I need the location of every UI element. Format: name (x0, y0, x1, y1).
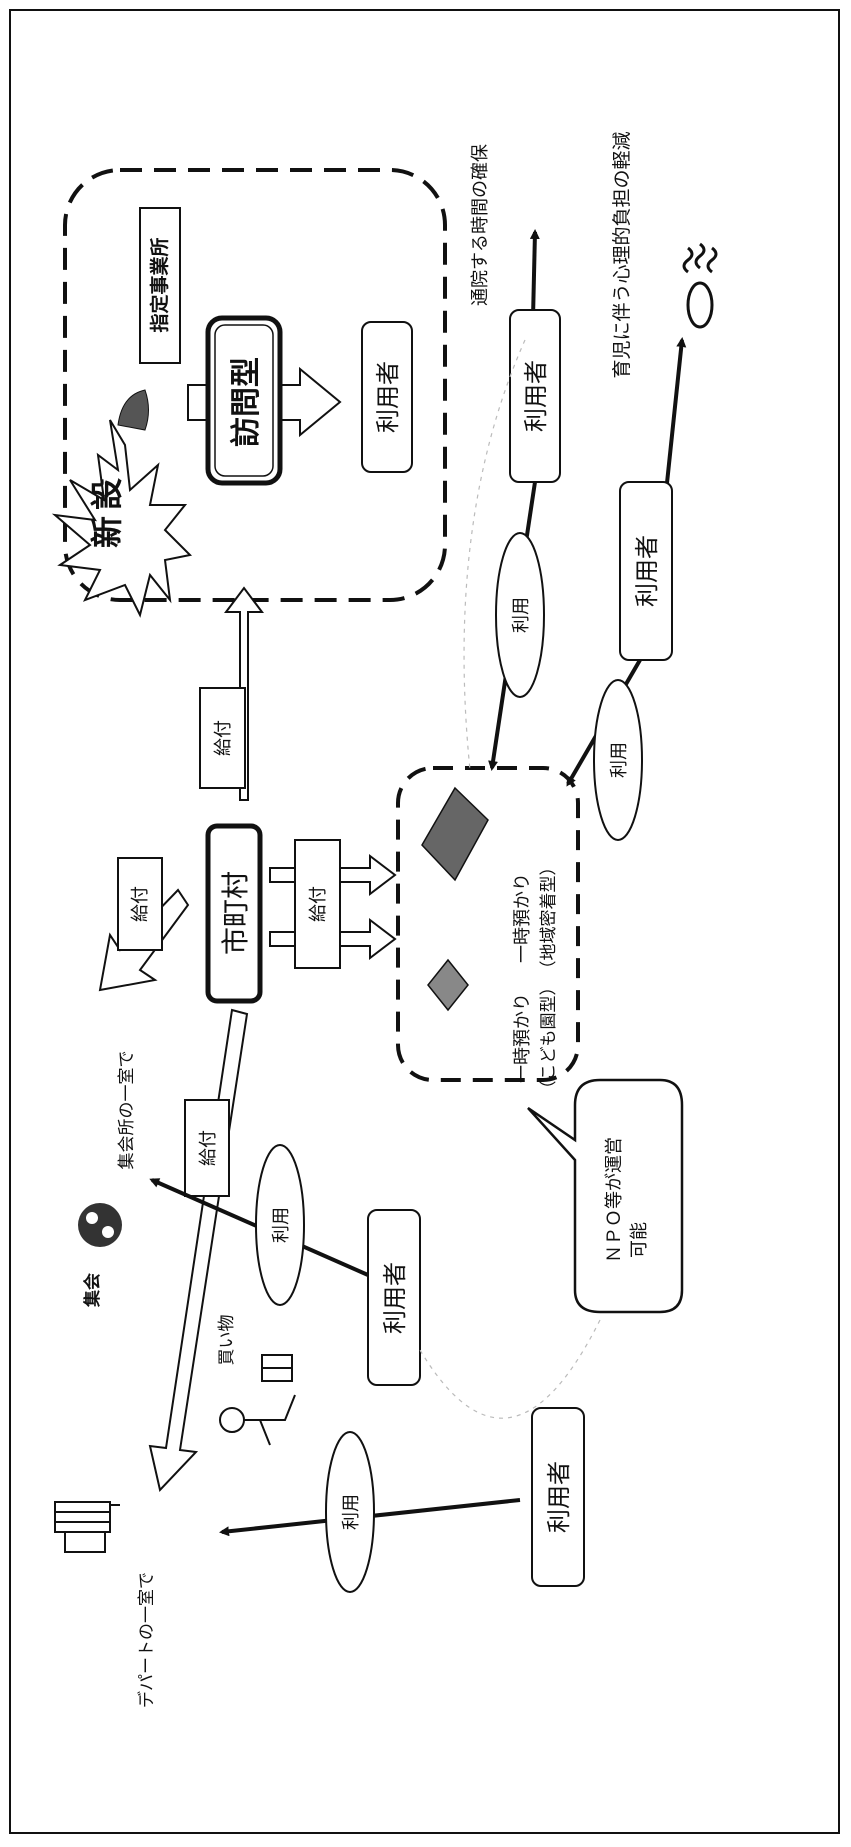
user-label-bottom: 利用者 (545, 1461, 573, 1533)
shopper-icon (220, 1355, 295, 1445)
arrow-to-relief (667, 340, 682, 483)
temp-care-kodomoen-sub: （こども園型） (539, 979, 559, 1098)
shopping-label: 買い物 (217, 1315, 237, 1366)
user-label-top: 利用者 (374, 361, 402, 433)
use-oval-label-right-2: 利用 (609, 742, 630, 778)
temp-care-community-sub: （地域密着型） (539, 859, 559, 978)
designated-office-label: 指定事業所 (148, 237, 171, 332)
meeting-label: 集会 (82, 1273, 103, 1308)
temp-care-community-label: 一時預かり (512, 873, 533, 963)
temp-care-kodomoen-label: 一時預かり (512, 993, 533, 1083)
arrow-to-hospital (533, 232, 535, 318)
meeting-icon (78, 1203, 122, 1247)
npo-label-line2: 可能 (629, 1222, 650, 1258)
npo-label-line1: ＮＰＯ等が運営 (604, 1137, 625, 1263)
cap-icon (118, 390, 149, 430)
user-label-right-2: 利用者 (633, 535, 661, 607)
building-icon (55, 1502, 120, 1552)
benefit-label-left: 給付 (130, 886, 151, 922)
department-store-label: デパートの一室で (136, 1572, 157, 1708)
user-label-meeting: 利用者 (381, 1262, 409, 1334)
new-label: 新設 (88, 472, 126, 548)
diamond-icon (422, 788, 488, 880)
benefit-label-dept: 給付 (198, 1130, 219, 1166)
user-label-right-1: 利用者 (522, 360, 550, 432)
municipality-label: 市町村 (219, 871, 252, 955)
use-oval-label-right-1: 利用 (511, 597, 532, 633)
diamond-icon (428, 960, 468, 1010)
burden-relief-label: 育児に伴う心理的負担の軽減 (611, 131, 633, 378)
steam-icon (684, 244, 716, 327)
hospital-time-label: 通院する時間の確保 (470, 144, 491, 306)
use-oval-label-meeting: 利用 (271, 1207, 292, 1243)
visit-type-label: 訪問型 (229, 357, 264, 447)
faint-arc (420, 1320, 600, 1418)
benefit-label-right: 給付 (308, 886, 329, 922)
use-oval-label-dept: 利用 (341, 1494, 362, 1530)
benefit-arrow-dept (150, 1010, 247, 1490)
benefit-label-up: 給付 (213, 720, 234, 756)
meeting-room-label: 集会所の一室で (117, 1051, 137, 1170)
